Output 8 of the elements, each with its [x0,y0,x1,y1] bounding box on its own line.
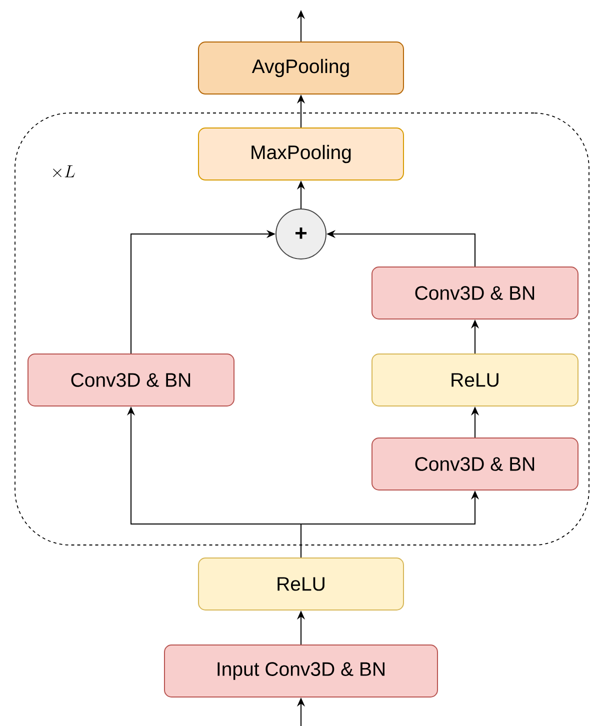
pooling-box: MaxPooling [198,128,404,180]
conv-box: Conv3D & BN [372,438,578,490]
activation-box: ReLU [372,354,578,406]
pooling-box: AvgPooling [198,42,404,94]
conv-box: Input Conv3D & BN [164,644,438,698]
conv-box: Conv3D & BN [28,354,234,406]
conv-box: Conv3D & BN [372,266,578,320]
activation-box: ReLU [198,558,404,610]
